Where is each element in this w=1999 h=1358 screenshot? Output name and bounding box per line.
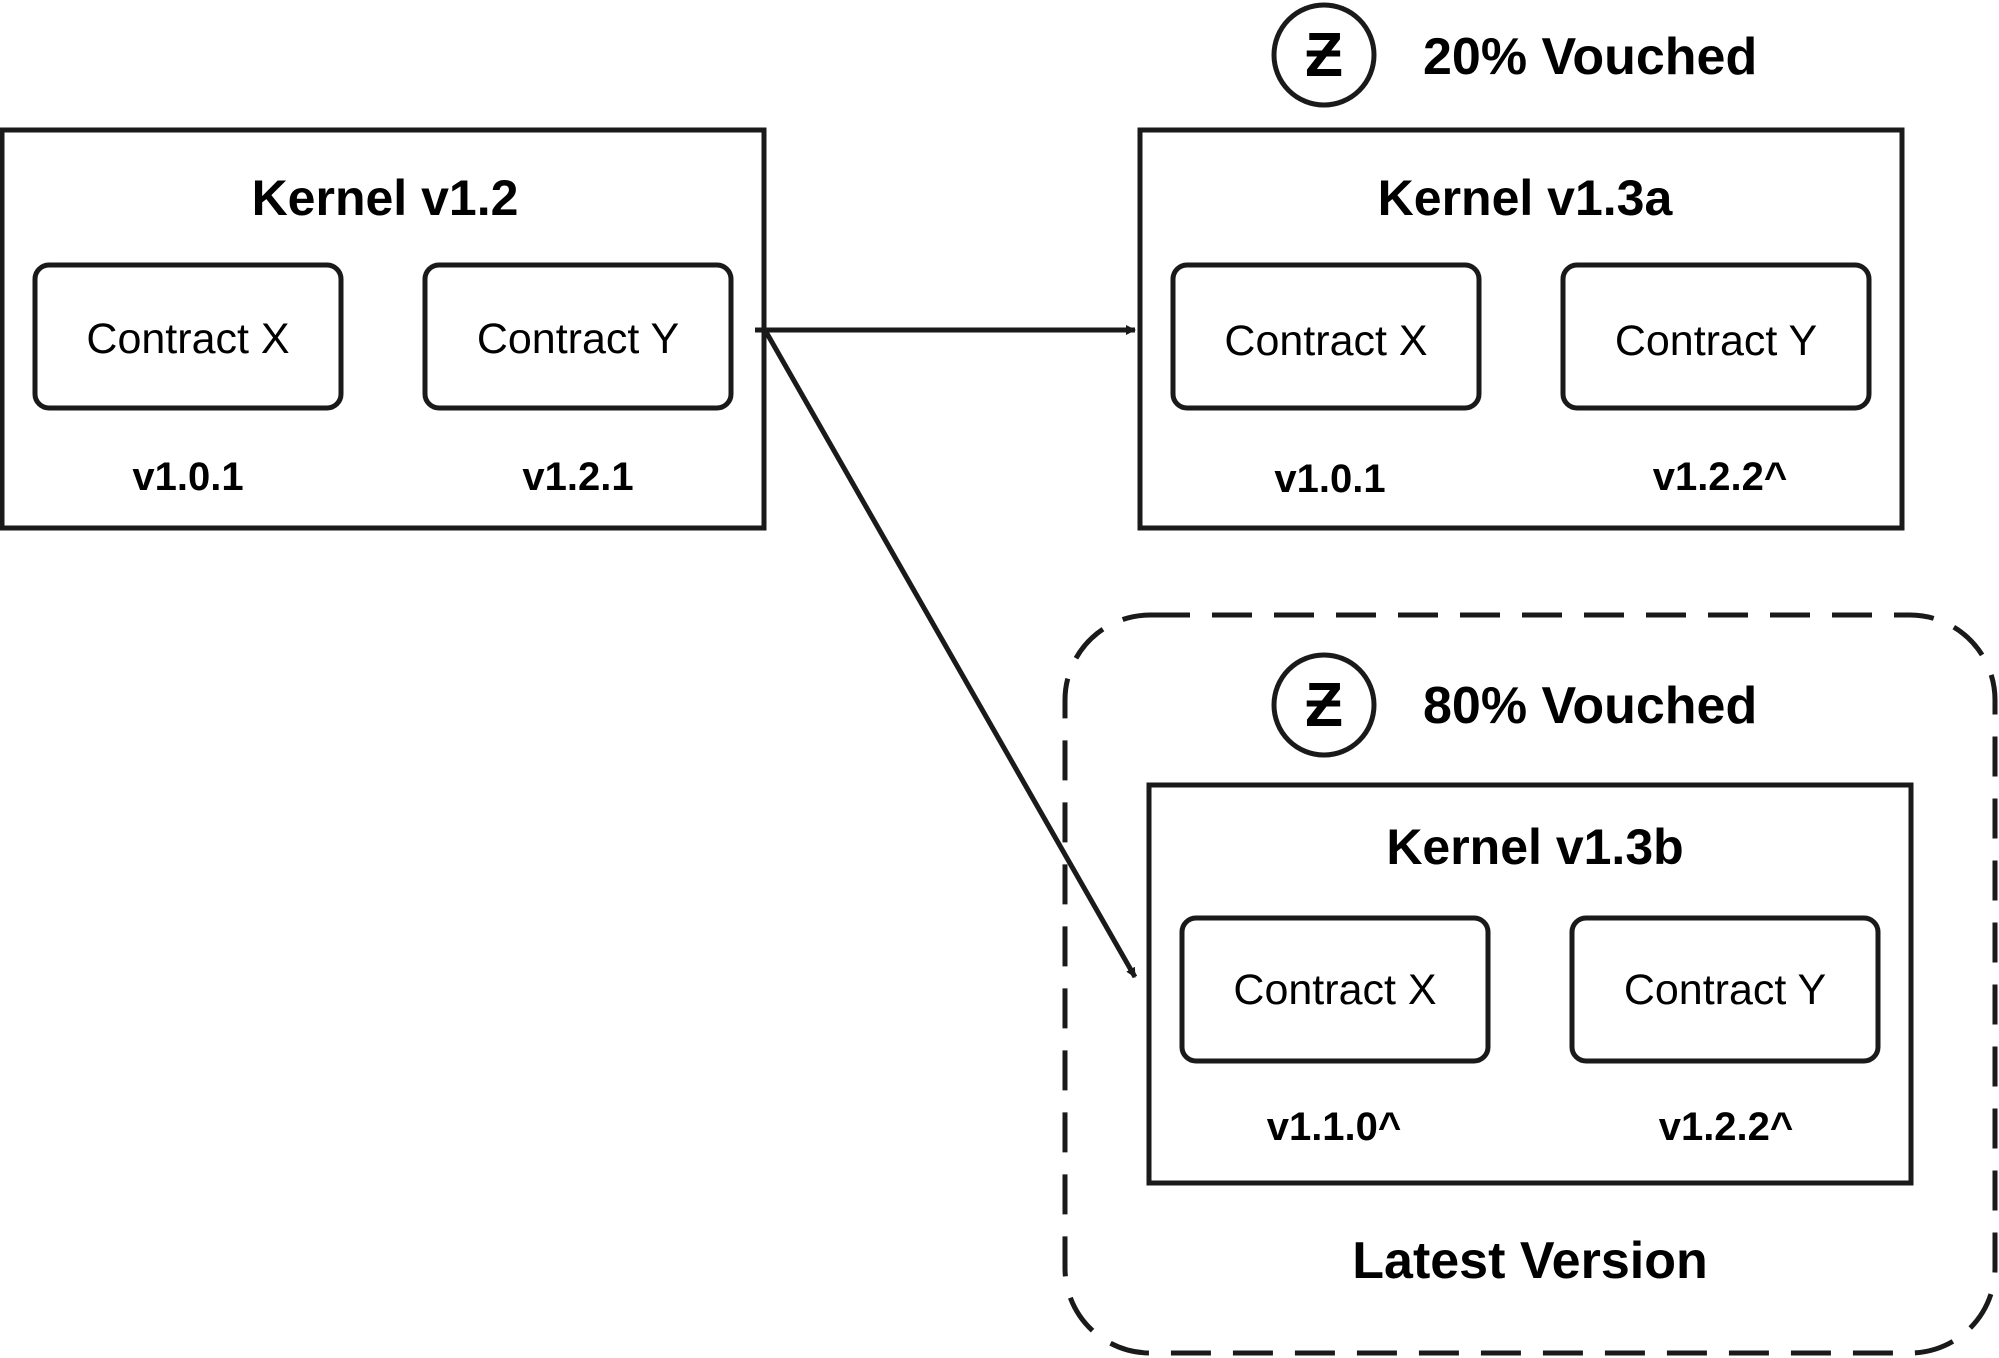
contract-label: Contract X xyxy=(1224,317,1427,365)
contract-label: Contract Y xyxy=(477,315,679,363)
latest-version-group-border xyxy=(1062,612,1998,1356)
contract-y-box xyxy=(1569,915,1881,1064)
contract-y-box xyxy=(422,262,734,411)
kernel-title: Kernel v1.3b xyxy=(1386,819,1683,875)
contract-version: v1.2.2^ xyxy=(1653,455,1788,499)
vouch-percentage: 80% Vouched xyxy=(1423,677,1757,735)
contract-label: Contract X xyxy=(1233,966,1436,1014)
kernel-v1-2-box: Kernel v1.2 Contract X v1.0.1 Contract Y… xyxy=(0,127,767,531)
kernel-title: Kernel v1.2 xyxy=(252,170,519,226)
contract-version: v1.0.1 xyxy=(132,455,243,499)
contract-y-box xyxy=(1560,262,1872,411)
vouch-percentage: 20% Vouched xyxy=(1423,28,1757,86)
latest-version-label: Latest Version xyxy=(1352,1232,1707,1290)
contract-x-box xyxy=(1170,262,1482,411)
coin-glyph: Ƶ xyxy=(1305,21,1343,90)
upgrade-arrow-to-v1-3b xyxy=(762,328,1138,979)
kernel-title: Kernel v1.3a xyxy=(1378,170,1674,226)
contract-label: Contract Y xyxy=(1615,317,1817,365)
zen-coin-icon xyxy=(1271,2,1377,108)
contract-label: Contract Y xyxy=(1624,966,1826,1014)
vouch-indicator-80: Ƶ 80% Vouched xyxy=(1271,652,1757,758)
contract-version: v1.1.0^ xyxy=(1267,1105,1402,1149)
zen-coin-icon xyxy=(1271,652,1377,758)
coin-glyph: Ƶ xyxy=(1305,671,1343,740)
contract-version: v1.2.2^ xyxy=(1659,1105,1794,1149)
contract-x-box xyxy=(1179,915,1491,1064)
kernel-v1-3b-box: Kernel v1.3b Contract X v1.1.0^ Contract… xyxy=(1146,782,1914,1186)
kernel-v1-3a-box: Kernel v1.3a Contract X v1.0.1 Contract … xyxy=(1137,127,1905,531)
contract-version: v1.0.1 xyxy=(1274,457,1385,501)
contract-version: v1.2.1 xyxy=(522,455,633,499)
contract-x-box xyxy=(32,262,344,411)
contract-label: Contract X xyxy=(86,315,289,363)
vouch-indicator-20: Ƶ 20% Vouched xyxy=(1271,2,1757,108)
